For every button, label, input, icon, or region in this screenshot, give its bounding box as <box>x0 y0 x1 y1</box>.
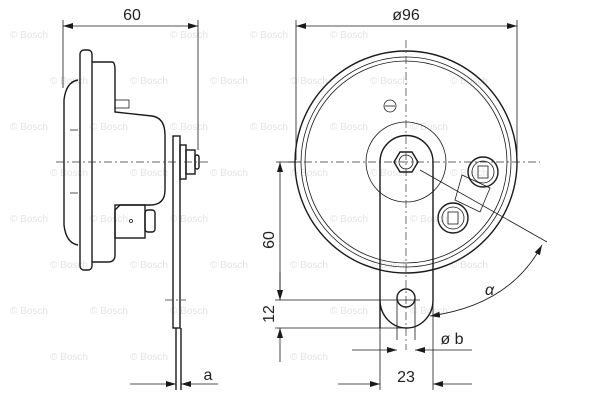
watermark-text: © Bosch <box>10 30 48 41</box>
watermark-text: © Bosch <box>290 352 328 363</box>
watermark-text: © Bosch <box>50 76 88 87</box>
watermark-text: © Bosch <box>10 214 48 225</box>
watermark-text: © Bosch <box>210 168 248 179</box>
watermark-text: © Bosch <box>90 122 128 133</box>
watermark-text: © Bosch <box>410 306 448 317</box>
dimension-mount-height: 60 12 <box>261 161 420 362</box>
watermark-text: © Bosch <box>330 214 368 225</box>
dim-hole-label: ø b <box>440 331 463 348</box>
watermark-text: © Bosch <box>290 260 328 271</box>
dimension-depth: 60 <box>62 7 199 150</box>
watermark-text: © Bosch <box>130 260 168 271</box>
watermark-text: © Bosch <box>130 168 168 179</box>
watermark-text: © Bosch <box>170 306 208 317</box>
watermark-text: © Bosch <box>90 214 128 225</box>
watermark-text: © Bosch <box>330 122 368 133</box>
dim-width-label: 23 <box>397 369 415 386</box>
watermark-text: © Bosch <box>250 30 288 41</box>
watermark-text: © Bosch <box>130 76 168 87</box>
watermark-text: © Bosch <box>450 168 488 179</box>
dim-offset-label: 12 <box>261 305 278 323</box>
watermark-text: © Bosch <box>170 214 208 225</box>
dim-diameter-label: ø96 <box>392 7 420 24</box>
watermark-text: © Bosch <box>370 168 408 179</box>
watermark-text: © Bosch <box>250 122 288 133</box>
dim-depth-label: 60 <box>123 7 141 24</box>
watermark-text: © Bosch <box>330 306 368 317</box>
watermark-layer: © Bosch © Bosch © Bosch © Bosch © Bosch © Bos… <box>10 30 488 363</box>
watermark-text: © Bosch <box>210 260 248 271</box>
watermark-text: © Bosch <box>10 306 48 317</box>
dimension-bracket-thickness: a <box>130 367 218 387</box>
dimension-bracket-width: 23 <box>338 300 472 390</box>
watermark-text: © Bosch <box>450 76 488 87</box>
watermark-text: © Bosch <box>50 168 88 179</box>
dim-height-label: 60 <box>261 231 278 249</box>
watermark-text: © Bosch <box>50 260 88 271</box>
watermark-text: © Bosch <box>290 168 328 179</box>
watermark-text: © Bosch <box>370 76 408 87</box>
watermark-text: © Bosch <box>290 76 328 87</box>
watermark-text: © Bosch <box>410 214 448 225</box>
watermark-text: © Bosch <box>90 306 128 317</box>
watermark-text: © Bosch <box>10 122 48 133</box>
watermark-text: © Bosch <box>50 352 88 363</box>
watermark-text: © Bosch <box>330 30 368 41</box>
front-view <box>288 40 548 350</box>
watermark-text: © Bosch <box>410 122 448 133</box>
dim-angle-label: α <box>485 282 495 299</box>
watermark-text: © Bosch <box>210 76 248 87</box>
dimension-diameter: ø96 <box>295 7 518 160</box>
dim-thickness-label: a <box>204 367 213 384</box>
side-view <box>56 49 208 390</box>
watermark-text: © Bosch <box>170 122 208 133</box>
dimension-angle: α <box>429 244 543 318</box>
watermark-text: © Bosch <box>130 352 168 363</box>
watermark-text: © Bosch <box>170 30 208 41</box>
dimension-hole-diameter: ø b <box>352 331 472 353</box>
